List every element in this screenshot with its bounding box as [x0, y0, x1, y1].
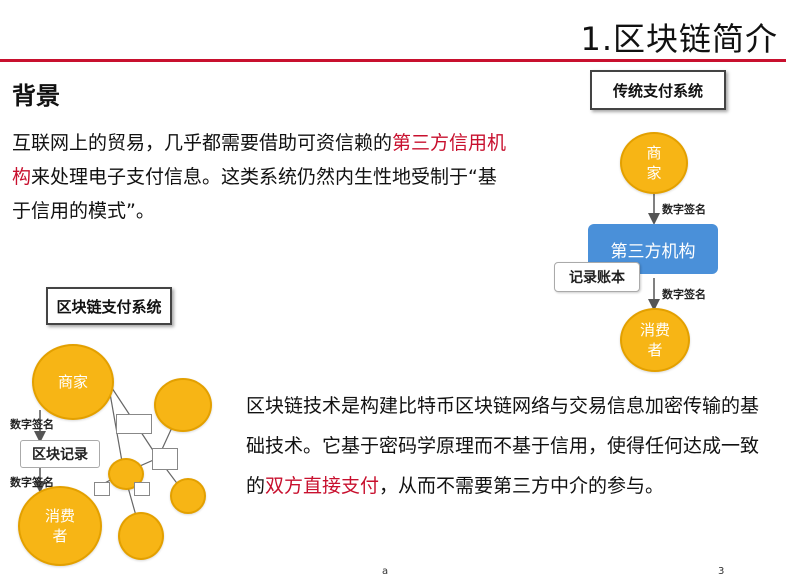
traditional-signature-top: 数字签名	[662, 203, 706, 216]
block-rectangle	[94, 482, 110, 496]
paragraph-text: 互联网上的贸易，几乎都需要借助可资信赖的	[12, 132, 393, 154]
paragraph-text: ，从而不需要第三方中介的参与。	[379, 475, 665, 497]
traditional-system-title: 传统支付系统	[590, 70, 726, 110]
highlight-third-party: 第三方信用机构	[12, 132, 507, 188]
network-node	[154, 378, 212, 432]
node-label: 消费 者	[44, 507, 75, 545]
blockchain-signature-bottom: 数字签名	[10, 476, 54, 489]
block-record-box: 区块记录	[20, 440, 100, 468]
traditional-consumer-node: 消费 者	[620, 308, 690, 372]
page-title: 1.区块链简介	[580, 20, 778, 58]
ledger-label: 记录账本	[569, 270, 625, 286]
third-party-label: 第三方机构	[610, 241, 696, 262]
traditional-signature-bottom: 数字签名	[662, 288, 706, 301]
network-node	[170, 478, 206, 514]
node-label: 商 家	[646, 144, 662, 182]
ledger-box: 记录账本	[554, 262, 640, 292]
page-number: 3	[718, 566, 725, 577]
background-paragraph: 互联网上的贸易，几乎都需要借助可资信赖的第三方信用机构来处理电子支付信息。这类系…	[12, 126, 512, 228]
blockchain-consumer-node: 消费 者	[18, 486, 102, 566]
traditional-merchant-node: 商 家	[620, 132, 688, 194]
footer-mark: a	[382, 566, 389, 577]
block-record-label: 区块记录	[32, 447, 88, 463]
node-label: 消费 者	[639, 321, 670, 359]
blockchain-paragraph: 区块链技术是构建比特币区块链网络与交易信息加密传输的基础技术。它基于密码学原理而…	[246, 386, 776, 506]
highlight-direct-payment: 双方直接支付	[265, 475, 380, 497]
node-label: 商家	[57, 373, 88, 391]
block-rectangle	[116, 414, 152, 434]
block-rectangle	[134, 482, 150, 496]
blockchain-system-title: 区块链支付系统	[46, 287, 172, 325]
block-rectangle	[152, 448, 178, 470]
title-divider	[0, 59, 786, 62]
paragraph-text: 区块链技术是构建比特币区块链网络与交易信息加密传输的基础技术。它基于密码学原理而…	[246, 395, 760, 497]
blockchain-merchant-node: 商家	[32, 344, 114, 420]
section-heading: 背景	[12, 82, 60, 110]
blockchain-signature-top: 数字签名	[10, 418, 54, 431]
paragraph-text: 来处理电子支付信息。这类系统仍然内生性地受制于“基于信用的模式”。	[12, 166, 497, 222]
network-node	[118, 512, 164, 560]
